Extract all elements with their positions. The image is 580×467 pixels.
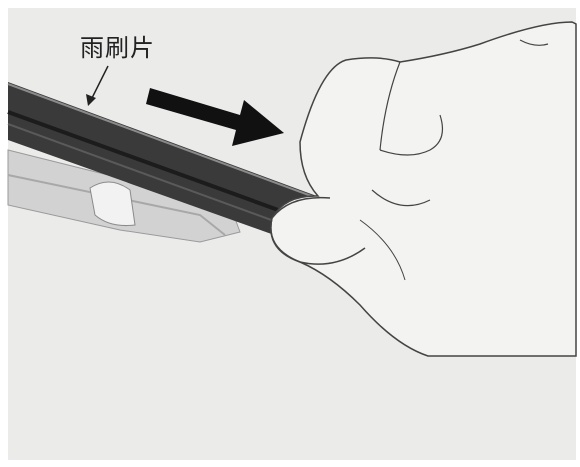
wiper-blade-label: 雨刷片 (80, 36, 155, 60)
